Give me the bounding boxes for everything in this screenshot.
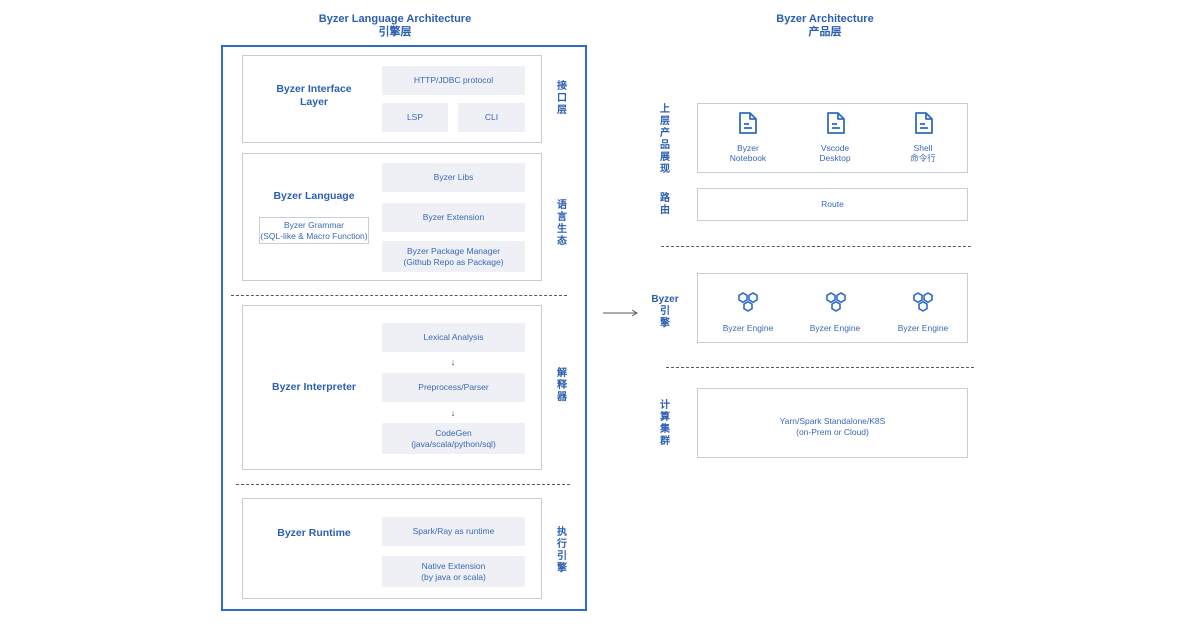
engine-side-label-top: Byzer	[651, 294, 679, 305]
engine-layer-container	[221, 45, 587, 611]
lexical-analysis-chip: Lexical Analysis	[382, 323, 525, 352]
runtime-side-label: 执行引擎	[557, 527, 567, 574]
interface-side-label: 接口层	[557, 81, 567, 116]
divider-right-2	[666, 367, 974, 368]
interpreter-layer-title: Byzer Interpreter	[271, 381, 357, 393]
package-manager-chip: Byzer Package Manager (Github Repo as Pa…	[382, 241, 525, 272]
byzer-extension-chip: Byzer Extension	[382, 203, 525, 232]
engine-hexagons-icon	[738, 292, 758, 312]
engine-hexagons-icon	[913, 292, 933, 312]
spark-ray-chip: Spark/Ray as runtime	[382, 517, 525, 546]
cli-chip: CLI	[458, 103, 525, 132]
shell-label: Shell 命令行	[910, 143, 936, 163]
byzer-notebook-label: Byzer Notebook	[729, 143, 767, 163]
divider-1	[231, 295, 567, 296]
engine-side-label: 引擎	[660, 306, 670, 329]
byzer-engine-label-2: Byzer Engine	[809, 323, 861, 333]
http-jdbc-chip: HTTP/JDBC protocol	[382, 66, 525, 95]
compute-cluster-label: 计算集群	[660, 400, 670, 447]
right-arrow-icon	[603, 309, 638, 317]
byzer-engine-label-1: Byzer Engine	[722, 323, 774, 333]
byzer-libs-chip: Byzer Libs	[382, 163, 525, 192]
runtime-layer-title: Byzer Runtime	[277, 527, 351, 539]
arrow-down-2: ↓	[450, 408, 456, 418]
compute-cluster-box	[697, 388, 968, 458]
preprocess-parser-chip: Preprocess/Parser	[382, 373, 525, 402]
route-side-label: 路由	[660, 193, 670, 216]
document-icon	[915, 112, 933, 134]
interface-layer-title: Byzer Interface Layer	[276, 83, 352, 108]
arrow-down-1: ↓	[450, 357, 456, 367]
engine-hexagons-icon	[826, 292, 846, 312]
native-extension-chip: Native Extension (by java or scala)	[382, 556, 525, 587]
document-icon	[739, 112, 757, 134]
interpreter-side-label: 解释器	[557, 368, 567, 403]
right-subtitle: 产品层	[808, 26, 842, 38]
left-subtitle: 引擎层	[378, 26, 412, 38]
left-title: Byzer Language Architecture	[318, 13, 472, 25]
document-icon	[827, 112, 845, 134]
language-side-label: 语言生态	[557, 200, 567, 247]
divider-2	[236, 484, 570, 485]
byzer-grammar-box: Byzer Grammar (SQL-like & Macro Function…	[259, 217, 369, 244]
byzer-engine-label-3: Byzer Engine	[897, 323, 949, 333]
product-display-label: 上层产品展现	[660, 104, 670, 175]
compute-cluster-text: Yarn/Spark Standalone/K8S (on-Prem or Cl…	[779, 416, 886, 437]
codegen-chip: CodeGen (java/scala/python/sql)	[382, 423, 525, 454]
lsp-chip: LSP	[382, 103, 448, 132]
product-display-box	[697, 103, 968, 173]
language-layer-title: Byzer Language	[273, 190, 355, 202]
right-title: Byzer Architecture	[776, 13, 874, 25]
vscode-desktop-label: Vscode Desktop	[819, 143, 851, 163]
route-box	[697, 188, 968, 221]
route-text: Route	[821, 199, 844, 209]
divider-right-1	[661, 246, 971, 247]
